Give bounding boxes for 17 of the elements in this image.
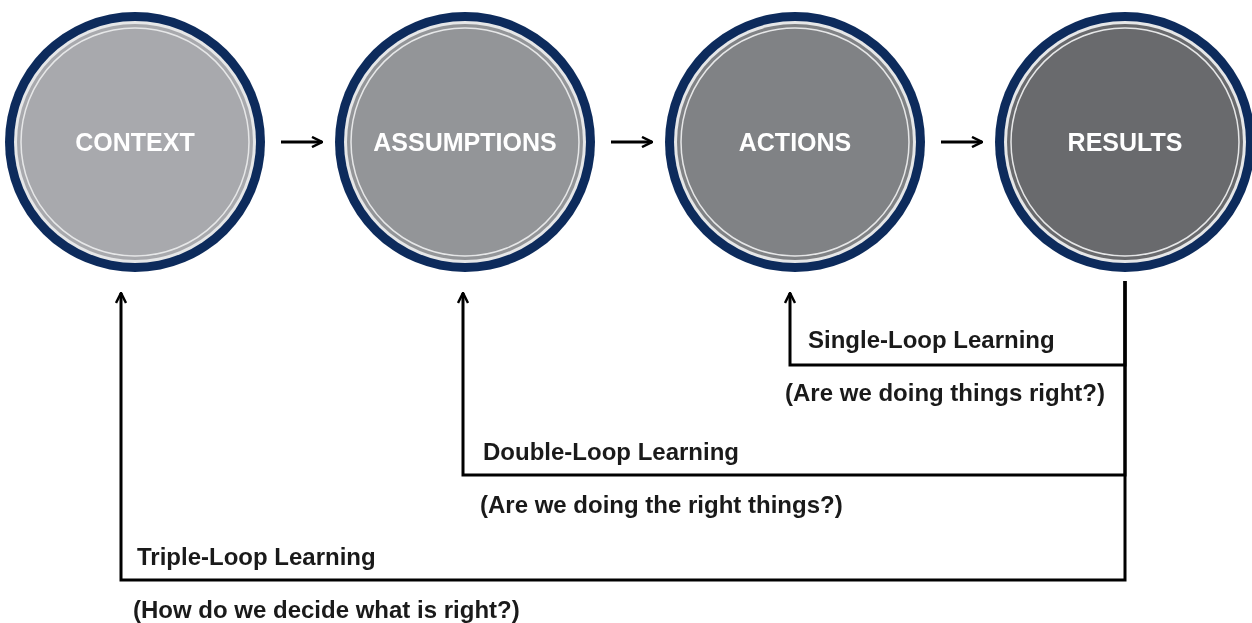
edge-label: Double-Loop Learning (483, 440, 739, 464)
question-text: (How do we decide what is right?) (133, 598, 520, 622)
circle-node (334, 11, 596, 273)
circle-node (664, 11, 926, 273)
arrow (611, 135, 654, 149)
node-label: ACTIONS (738, 127, 852, 157)
question-text: (Are we doing the right things?) (480, 493, 843, 517)
edge-label: Single-Loop Learning (808, 328, 1055, 352)
node-label: CONTEXT (75, 127, 195, 157)
circle-node (4, 11, 266, 273)
node-label: ASSUMPTIONS (373, 127, 557, 157)
node-label: RESULTS (1067, 127, 1183, 157)
question-text: (Are we doing things right?) (785, 381, 1105, 405)
edge-label: Triple-Loop Learning (137, 545, 376, 569)
arrow (114, 281, 1127, 582)
arrow (281, 135, 324, 149)
arrow (941, 135, 984, 149)
